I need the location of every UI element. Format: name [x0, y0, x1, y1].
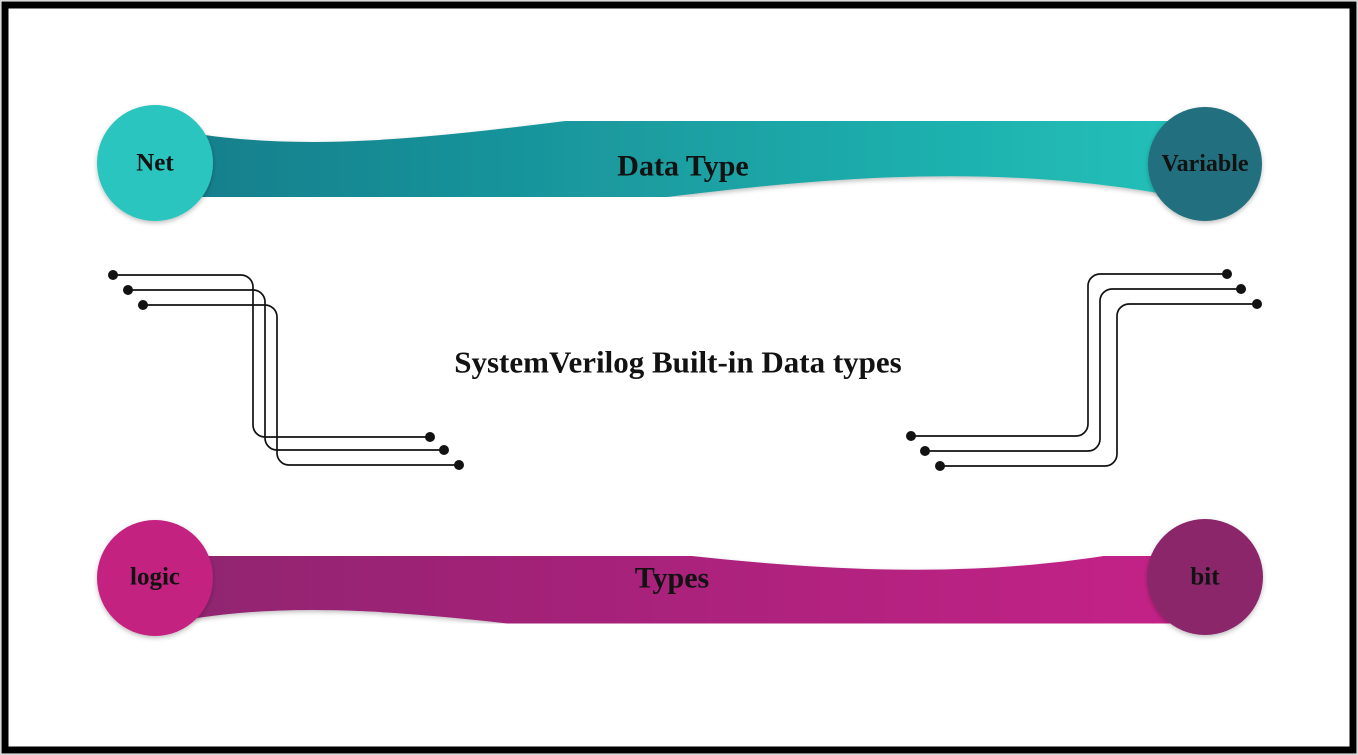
- top-flow: Net Variable Data Type: [97, 88, 1262, 230]
- bit-node: [1147, 519, 1263, 635]
- types-ribbon-label: Types: [635, 562, 709, 595]
- connector-line: [940, 303, 1257, 467]
- connector-dot: [1222, 269, 1232, 279]
- left-connector-dots: [108, 270, 464, 470]
- connector-dot: [123, 285, 133, 295]
- data-type-ribbon: [151, 88, 1209, 230]
- connector-dot: [920, 446, 930, 456]
- bit-label: bit: [1190, 564, 1220, 591]
- connector-dot: [906, 431, 916, 441]
- diagram-title: SystemVerilog Built-in Data types: [454, 345, 902, 380]
- connector-line: [113, 274, 430, 438]
- net-label: Net: [136, 150, 174, 177]
- connector-dot: [108, 270, 118, 280]
- net-node: [97, 105, 213, 221]
- connector-dot: [454, 460, 464, 470]
- connector-line: [143, 304, 459, 466]
- connector-line: [128, 289, 444, 451]
- data-type-ribbon-label: Data Type: [617, 150, 748, 183]
- connector-dot: [935, 461, 945, 471]
- bottom-flow: logic bit Types: [97, 519, 1263, 658]
- right-connector-lines: [911, 273, 1257, 467]
- connector-dot: [439, 445, 449, 455]
- types-ribbon: [151, 522, 1211, 658]
- logic-node: [97, 520, 213, 636]
- connector-dot: [1252, 299, 1262, 309]
- logic-label: logic: [130, 564, 180, 591]
- connector-dot: [1236, 284, 1246, 294]
- variable-label: Variable: [1161, 151, 1248, 177]
- connector-line: [925, 288, 1241, 452]
- connector-line: [911, 273, 1227, 437]
- variable-node: [1148, 107, 1262, 221]
- left-connector-lines: [113, 274, 459, 466]
- connector-dot: [138, 300, 148, 310]
- right-connector-dots: [906, 269, 1262, 471]
- connector-dot: [425, 432, 435, 442]
